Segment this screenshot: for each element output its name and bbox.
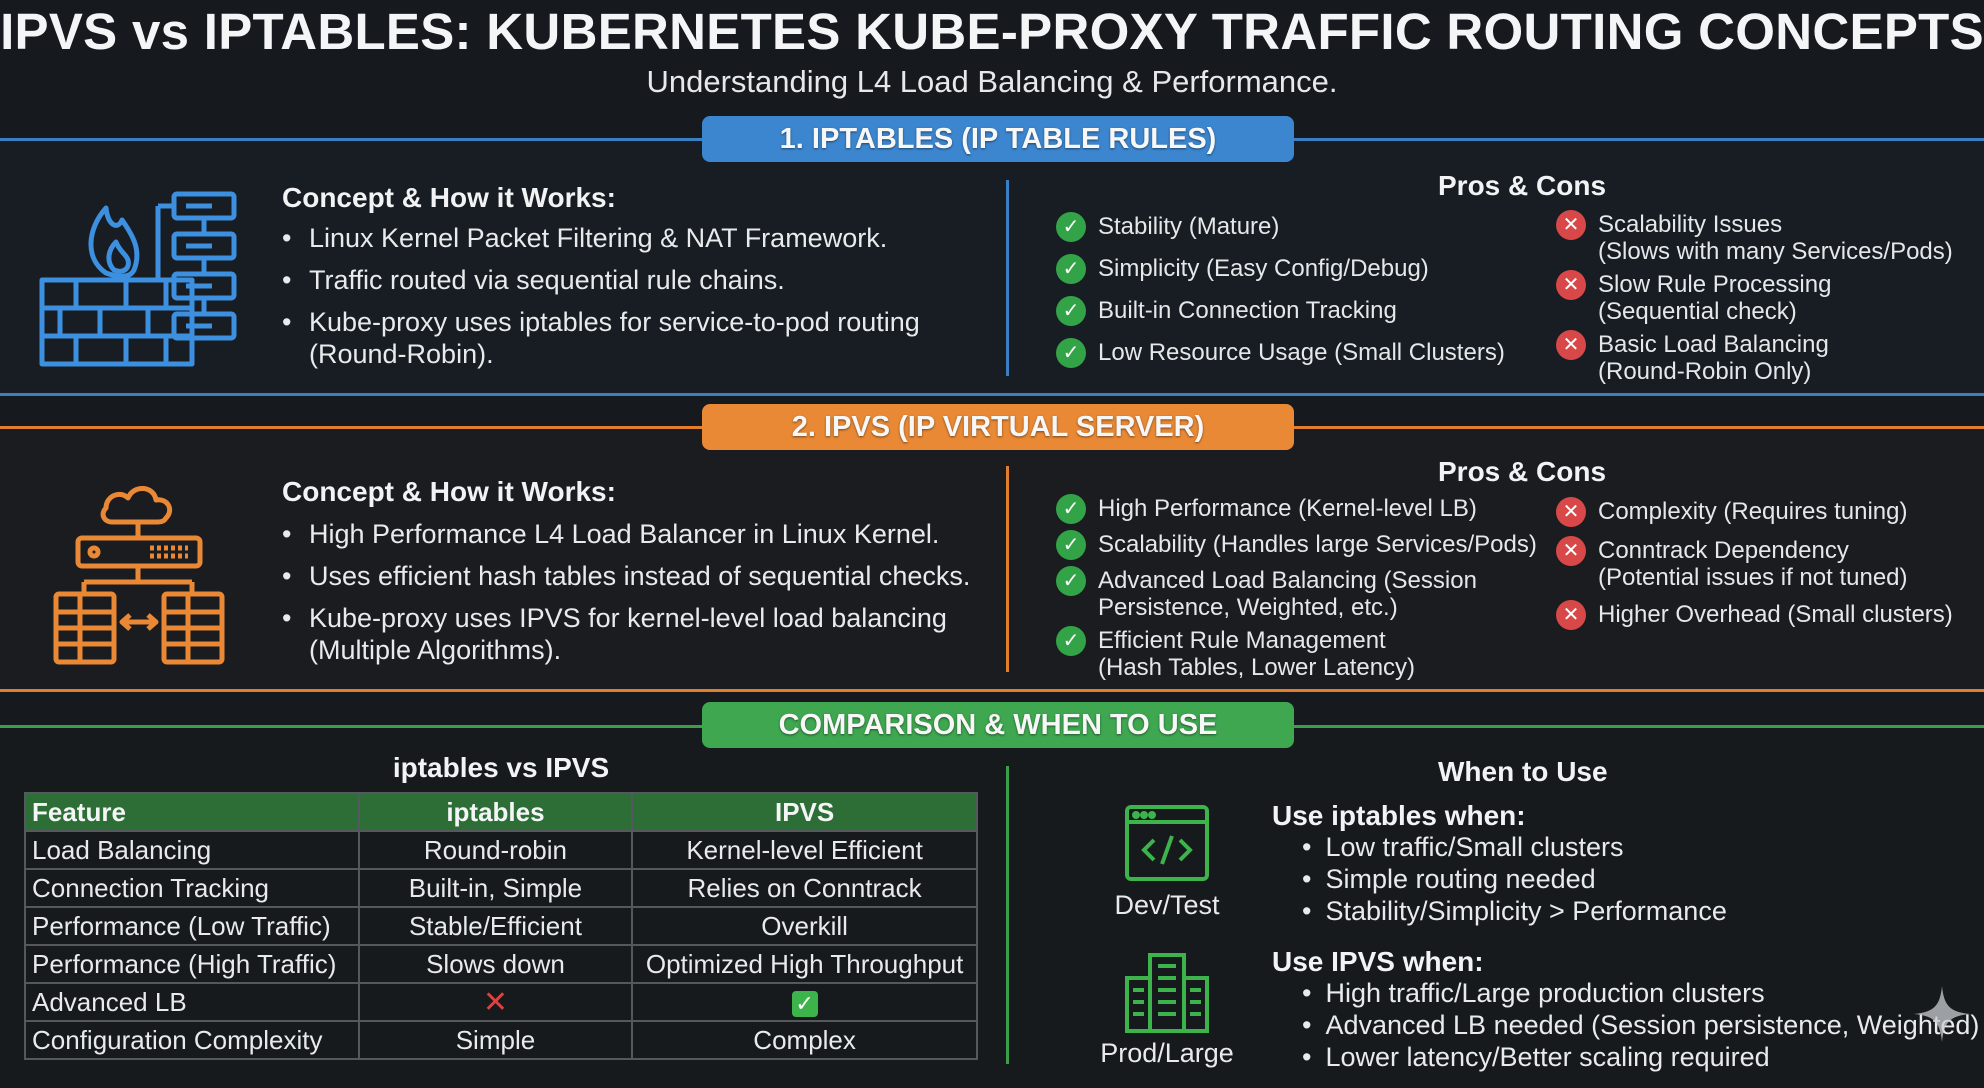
list-item: •Kube-proxy uses IPVS for kernel-level l… <box>282 603 947 633</box>
column-header: iptables <box>357 792 634 832</box>
list-item: •Stability/Simplicity > Performance <box>1302 896 1727 926</box>
x-icon: ✕ <box>1556 536 1586 566</box>
list-item: •Advanced LB needed (Session persistence… <box>1302 1010 1980 1040</box>
office-building-icon <box>1125 953 1209 1033</box>
prod-large-label: Prod/Large <box>1100 1038 1234 1068</box>
list-item: •Kube-proxy uses iptables for service-to… <box>282 307 920 337</box>
check-icon: ✓ <box>1056 212 1086 242</box>
ipvs-divider <box>1006 466 1009 672</box>
x-icon: ✕ <box>1556 330 1586 360</box>
when-to-use-heading: When to Use <box>1438 756 1608 787</box>
x-icon: ✕ <box>1556 210 1586 240</box>
iptables-divider <box>1006 180 1009 376</box>
list-item: •High Performance L4 Load Balancer in Li… <box>282 519 940 549</box>
check-icon: ✓ <box>1056 566 1086 596</box>
table-header-row: Feature iptables IPVS <box>24 792 978 832</box>
ipvs-pros-cons-heading: Pros & Cons <box>1438 456 1607 487</box>
column-header: IPVS <box>631 792 978 832</box>
list-item: •Uses efficient hash tables instead of s… <box>282 561 971 591</box>
check-icon: ✓ <box>1056 530 1086 560</box>
list-item: •Traffic routed via sequential rule chai… <box>282 265 785 295</box>
list-item: •High traffic/Large production clusters <box>1302 978 1765 1008</box>
check-icon: ✓ <box>1056 338 1086 368</box>
ipvs-banner: 2. IPVS (IP VIRTUAL SERVER) <box>702 404 1294 450</box>
table-row: Performance (Low Traffic)Stable/Efficien… <box>24 906 978 946</box>
list-item-continuation: (Multiple Algorithms). <box>309 635 562 665</box>
comparison-banner: COMPARISON & WHEN TO USE <box>702 702 1294 748</box>
ipvs-concept-heading: Concept & How it Works: <box>282 476 616 507</box>
x-icon: ✕ <box>1556 600 1586 630</box>
page-title: IPVS vs IPTABLES: KUBERNETES KUBE-PROXY … <box>0 3 1984 60</box>
column-header: Feature <box>24 792 360 832</box>
table-title: iptables vs IPVS <box>392 752 610 783</box>
check-icon: ✓ <box>1056 254 1086 284</box>
list-item: •Linux Kernel Packet Filtering & NAT Fra… <box>282 223 888 253</box>
use-ipvs-heading: Use IPVS when: <box>1272 946 1484 977</box>
check-icon: ✓ <box>1056 494 1086 524</box>
firewall-rule-chain-icon <box>39 191 237 367</box>
list-item: •Lower latency/Better scaling required <box>1302 1042 1770 1072</box>
x-icon: ✕ <box>482 985 509 1019</box>
use-iptables-heading: Use iptables when: <box>1272 800 1526 831</box>
check-icon: ✓ <box>1056 626 1086 656</box>
ipvs-panel <box>0 426 1984 692</box>
cloud-server-cluster-icon <box>53 486 225 665</box>
dev-test-label: Dev/Test <box>1114 890 1220 920</box>
table-row: Advanced LB ✕ ✓ <box>24 982 978 1022</box>
sparkle-icon <box>1914 986 1970 1042</box>
x-icon: ✕ <box>1556 270 1586 300</box>
page-subtitle: Understanding L4 Load Balancing & Perfor… <box>646 64 1338 99</box>
list-item-continuation: (Round-Robin). <box>309 339 494 369</box>
list-item: •Simple routing needed <box>1302 864 1596 894</box>
x-icon: ✕ <box>1556 497 1586 527</box>
list-item: •Low traffic/Small clusters <box>1302 832 1624 862</box>
comparison-divider <box>1006 766 1009 1064</box>
iptables-concept-heading: Concept & How it Works: <box>282 182 616 213</box>
iptables-panel <box>0 138 1984 396</box>
check-icon: ✓ <box>1056 296 1086 326</box>
code-window-icon <box>1125 805 1209 881</box>
iptables-banner: 1. IPTABLES (IP TABLE RULES) <box>702 116 1294 162</box>
check-icon: ✓ <box>791 990 818 1017</box>
iptables-pros-cons-heading: Pros & Cons <box>1438 170 1607 201</box>
